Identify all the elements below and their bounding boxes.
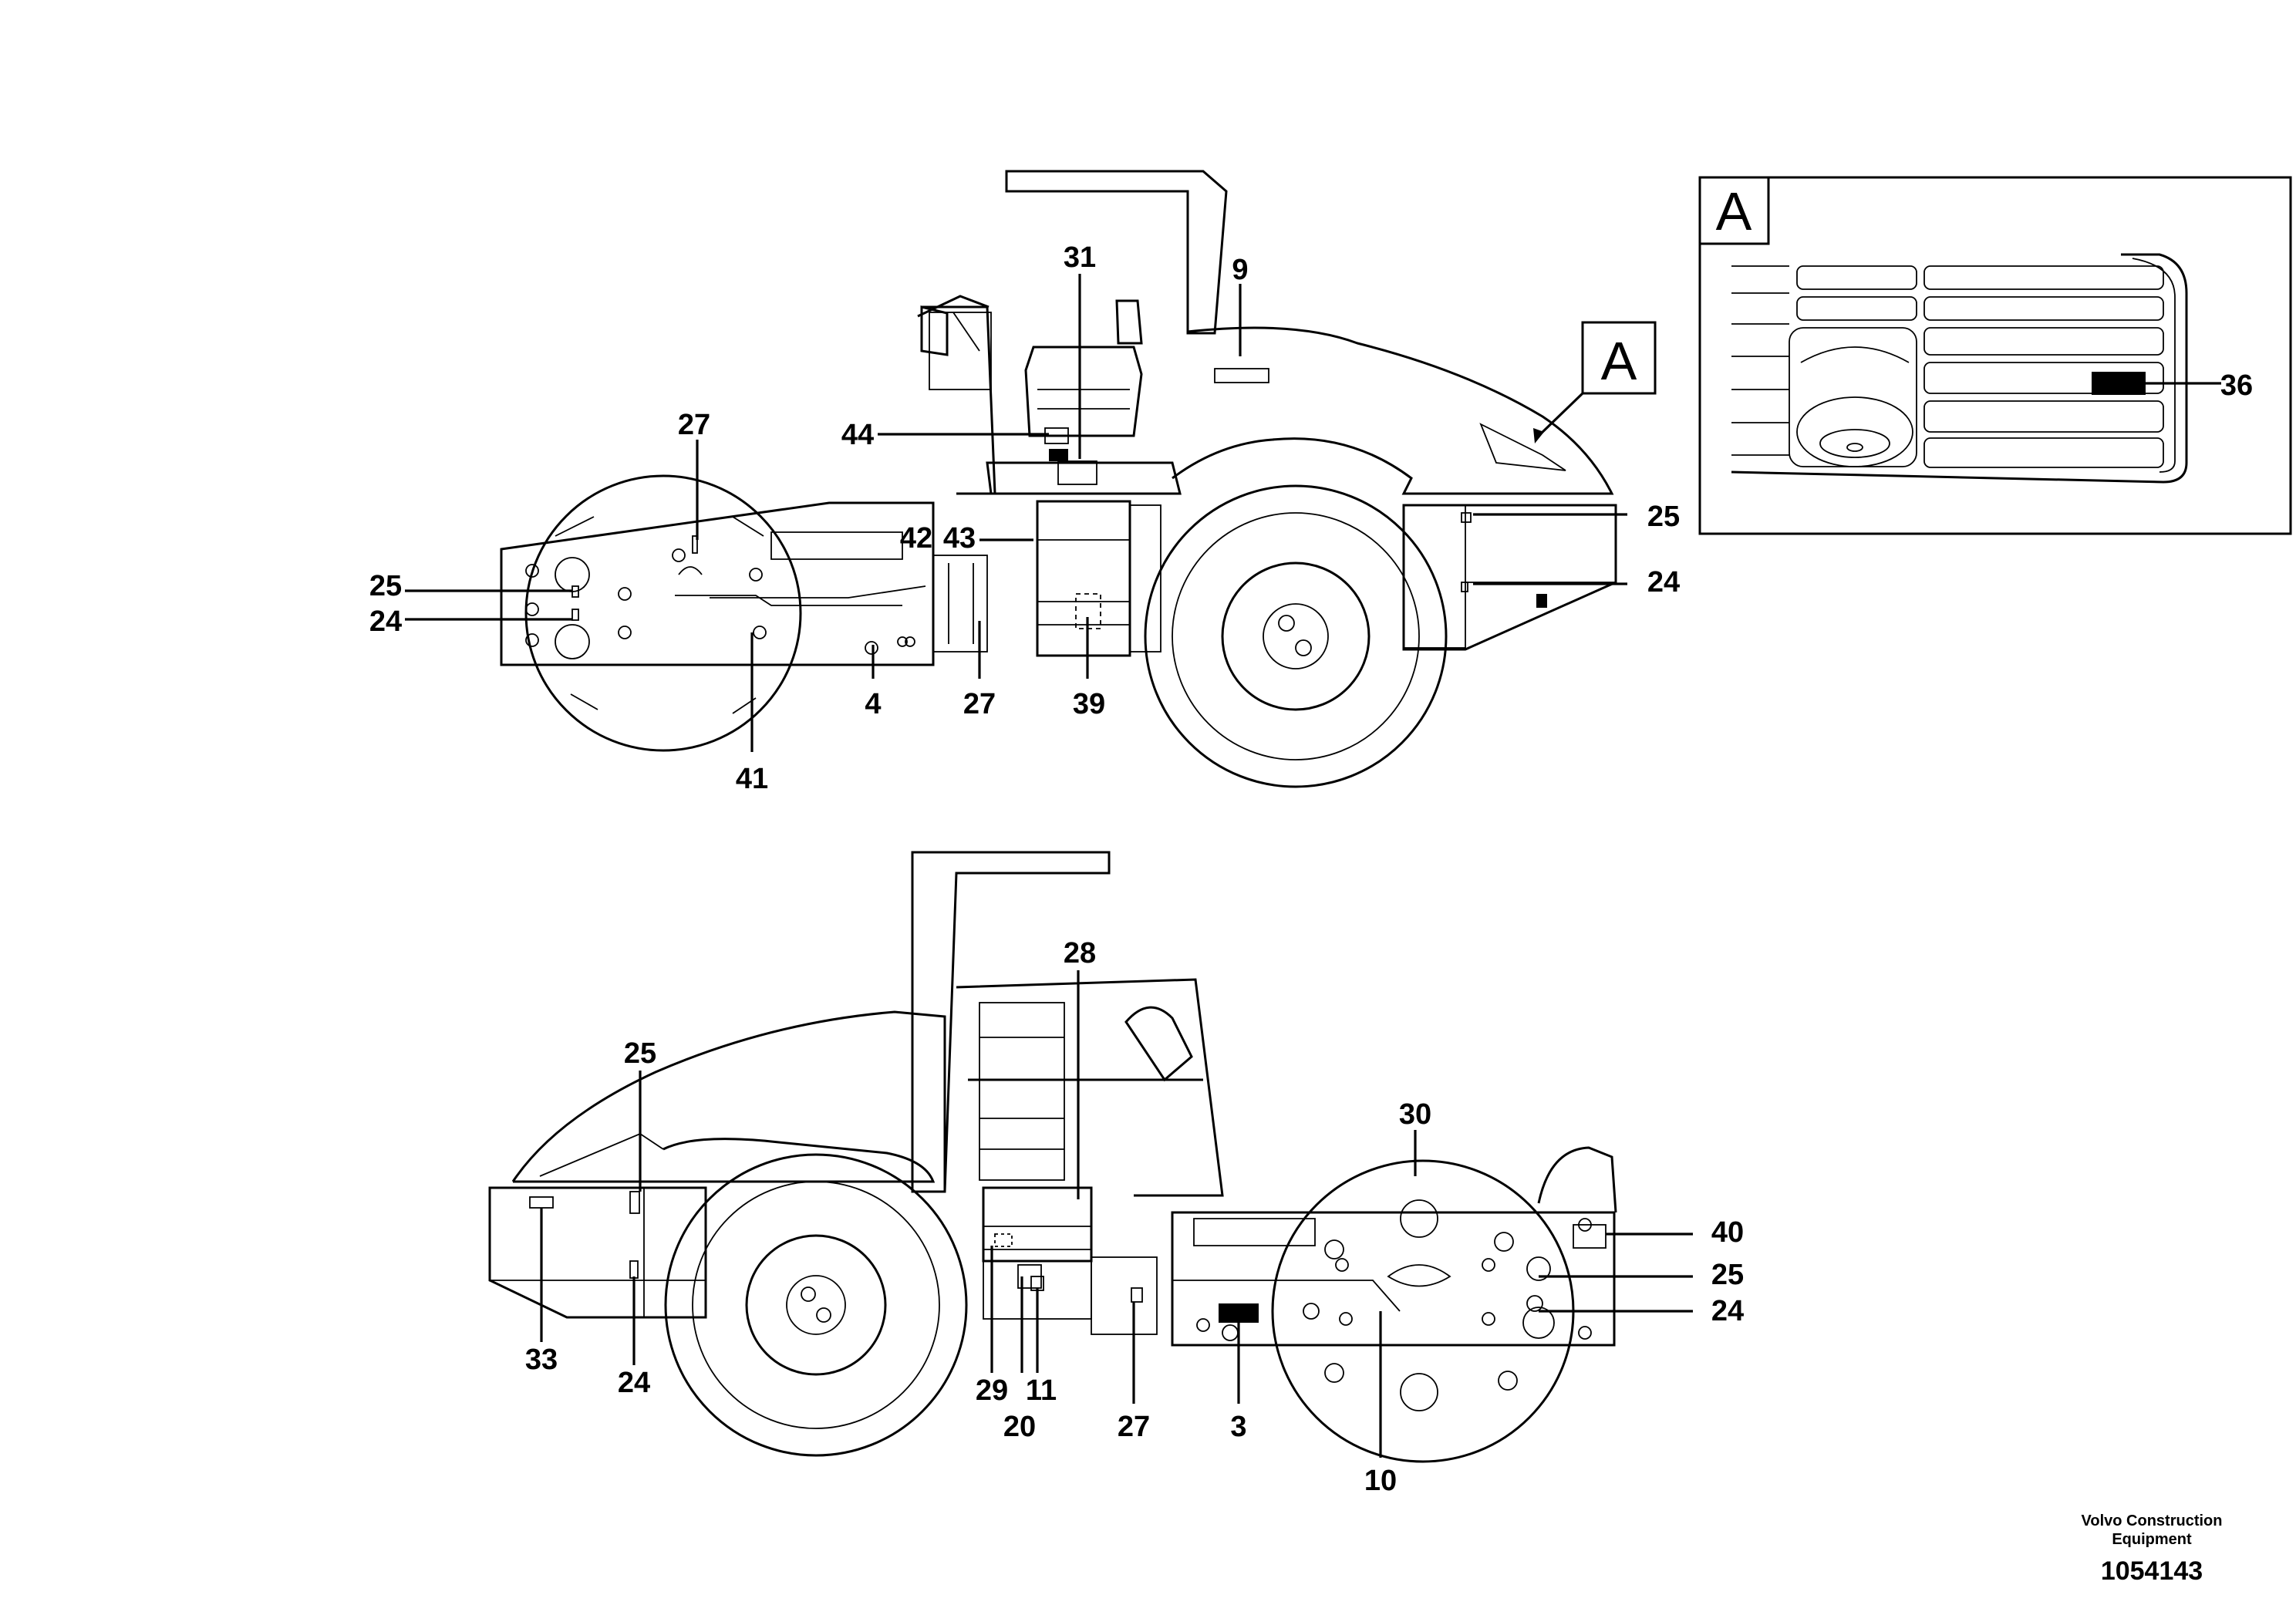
callout-4: 4 [865,688,881,720]
footer-block: Volvo Construction Equipment 1054143 [2082,1512,2223,1586]
callout-25-bottom-left: 25 [624,1037,656,1070]
callout-27-bottom: 27 [1118,1411,1150,1443]
callout-24-top-right: 24 [1647,566,1680,599]
detail-letter: A [1716,181,1752,241]
callout-33: 33 [525,1344,558,1376]
callout-40: 40 [1711,1216,1744,1249]
callout-42: 42 [900,522,932,555]
callout-39: 39 [1073,688,1105,720]
callout-30: 30 [1399,1098,1431,1131]
callout-9: 9 [1232,254,1248,286]
bottom-machine-view: 28 25 30 40 25 24 33 24 29 11 20 27 3 10 [488,851,1744,1497]
callout-24-bottom-right: 24 [1711,1295,1744,1327]
detail-a-panel: A [1698,176,2292,535]
brand-line-1: Volvo Construction [2082,1512,2223,1529]
top-machine-view: A 31 9 44 27 42 43 25 24 25 24 4 27 39 4… [369,170,1680,795]
callout-27-top-hitch: 27 [963,688,996,720]
detail-a-marker-letter: A [1601,331,1637,391]
callout-24-bottom-left: 24 [618,1367,650,1399]
callout-25-top-left: 25 [369,570,402,602]
callout-25-bottom-right: 25 [1711,1259,1744,1291]
callout-44: 44 [841,419,874,451]
callout-10: 10 [1364,1465,1397,1497]
callout-43: 43 [943,522,976,555]
grille-drawing [1731,253,2221,484]
callout-41: 41 [736,763,768,795]
brand-line-2: Equipment [2112,1531,2192,1548]
callout-3: 3 [1230,1411,1246,1443]
callout-29: 29 [976,1374,1008,1407]
callout-27-top-drum: 27 [678,409,710,441]
decal-3-marker [1219,1303,1259,1323]
callout-25-top-right: 25 [1647,501,1680,533]
callout-20: 20 [1003,1411,1036,1443]
callout-31: 31 [1064,241,1096,274]
drawing-number: 1054143 [2101,1556,2203,1586]
decal-36-marker [2092,372,2146,395]
callout-36: 36 [2220,369,2253,402]
callout-11: 11 [1026,1374,1057,1407]
callout-28: 28 [1064,937,1096,969]
callout-24-top-left: 24 [369,605,402,638]
